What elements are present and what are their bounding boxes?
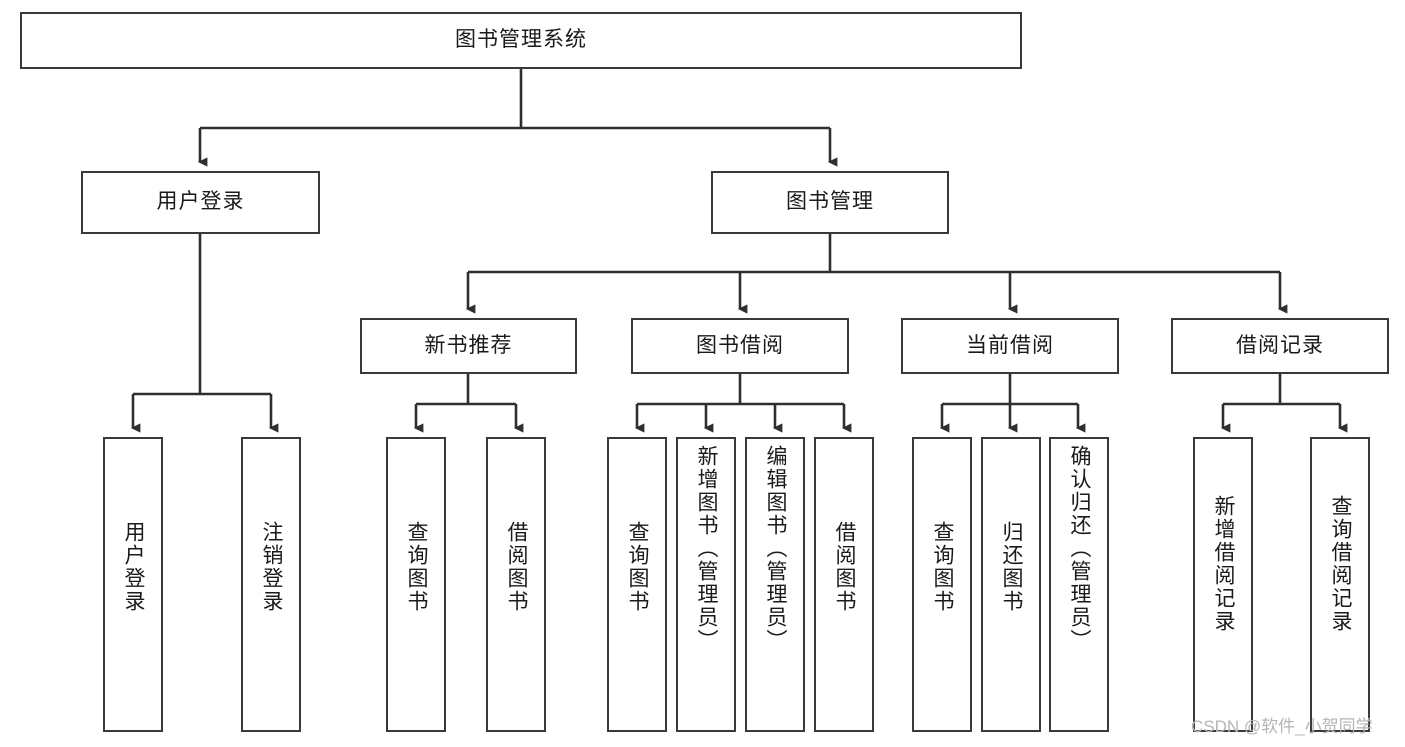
node-label: 查询图书: [405, 521, 429, 613]
leaf-query-book-recommend[interactable]: 查询图书: [386, 437, 446, 732]
leaf-borrow-book-recommend[interactable]: 借阅图书: [486, 437, 546, 732]
leaf-borrow-book-borrow[interactable]: 借阅图书: [814, 437, 874, 732]
node-label: 注销登录: [260, 521, 284, 613]
csdn-watermark: CSDN @软件_小贺同学: [1191, 717, 1373, 736]
node-label: 新增借阅记录: [1212, 495, 1236, 633]
leaf-edit-book-admin[interactable]: 编辑图书（管理员）: [745, 437, 805, 732]
leaf-logout-login[interactable]: 注销登录: [241, 437, 301, 732]
node-label: 确认归还（管理员）: [1068, 445, 1092, 652]
node-book-borrow[interactable]: 图书借阅: [631, 318, 849, 374]
node-label: 查询图书: [931, 521, 955, 613]
leaf-confirm-return-admin[interactable]: 确认归还（管理员）: [1049, 437, 1109, 732]
node-label: 图书管理: [786, 190, 874, 214]
node-user-login[interactable]: 用户登录: [81, 171, 320, 234]
node-new-book-recommend[interactable]: 新书推荐: [360, 318, 577, 374]
node-label: 当前借阅: [966, 333, 1054, 357]
leaf-add-book-admin[interactable]: 新增图书（管理员）: [676, 437, 736, 732]
node-label: 借阅图书: [833, 521, 857, 613]
node-label: 编辑图书（管理员）: [764, 445, 788, 652]
node-label: 图书管理系统: [455, 28, 587, 52]
leaf-query-book-borrow[interactable]: 查询图书: [607, 437, 667, 732]
node-label: 查询借阅记录: [1329, 495, 1353, 633]
node-borrow-record[interactable]: 借阅记录: [1171, 318, 1389, 374]
node-label: 图书借阅: [696, 333, 784, 357]
node-label: 借阅图书: [505, 521, 529, 613]
node-label: 归还图书: [1000, 521, 1024, 613]
node-book-management[interactable]: 图书管理: [711, 171, 949, 234]
leaf-query-book-current[interactable]: 查询图书: [912, 437, 972, 732]
node-current-borrow[interactable]: 当前借阅: [901, 318, 1119, 374]
node-label: 借阅记录: [1236, 333, 1324, 357]
leaf-add-borrow-record[interactable]: 新增借阅记录: [1193, 437, 1253, 732]
node-label: 新书推荐: [424, 333, 513, 357]
node-label: 用户登录: [156, 190, 245, 214]
leaf-return-book[interactable]: 归还图书: [981, 437, 1041, 732]
node-book-management-system[interactable]: 图书管理系统: [20, 12, 1022, 69]
node-label: 用户登录: [122, 521, 146, 613]
leaf-query-borrow-record[interactable]: 查询借阅记录: [1310, 437, 1370, 732]
leaf-user-login[interactable]: 用户登录: [103, 437, 163, 732]
node-label: 查询图书: [626, 521, 650, 613]
node-label: 新增图书（管理员）: [695, 445, 719, 652]
